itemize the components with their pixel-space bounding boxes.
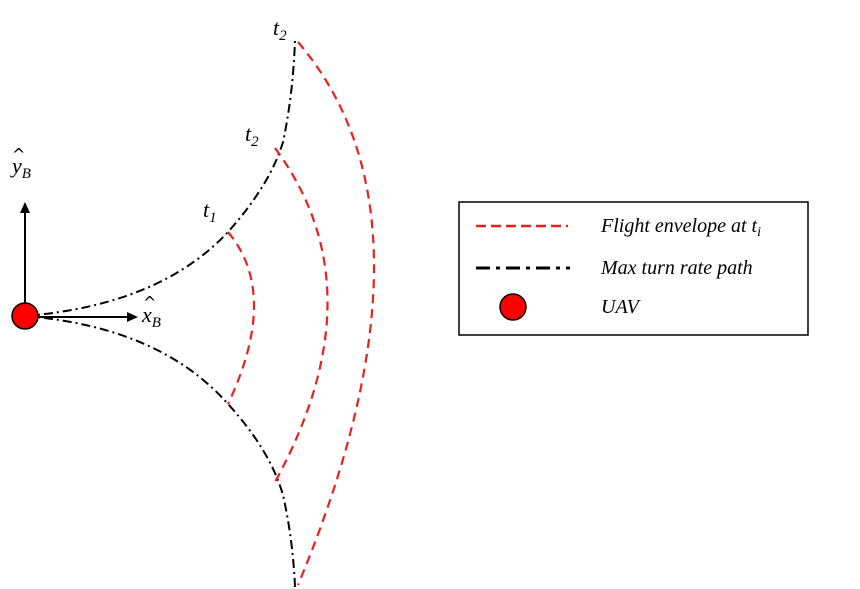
upper-turn-path (24, 39, 296, 317)
max-turn-rate-paths (24, 39, 296, 588)
x-axis-label: xB (141, 302, 161, 331)
y-axis-label: yB (10, 153, 31, 182)
lower-turn-path (24, 315, 296, 588)
x-axis-hat: ^ (143, 293, 156, 312)
legend: Flight envelope at ti Max turn rate path… (458, 201, 809, 336)
envelope-arc-2 (274, 147, 329, 483)
uav-marker (11, 302, 39, 330)
y-axis-hat: ^ (12, 145, 25, 164)
envelope-arc-1 (227, 231, 256, 405)
x-axis-arrowhead (127, 312, 138, 322)
legend-uav-label: UAV (601, 296, 642, 318)
time-label-1: t1 (203, 197, 217, 226)
y-axis-arrowhead (20, 202, 30, 213)
time-label-2: t2 (245, 121, 259, 150)
time-label-3: t2 (273, 15, 287, 44)
envelope-arc-3 (296, 41, 375, 586)
legend-path-label: Max turn rate path (600, 257, 753, 279)
flight-envelopes (227, 41, 375, 586)
legend-uav-swatch (499, 293, 527, 321)
body-axes (20, 202, 138, 322)
legend-envelope-label: Flight envelope at ti (600, 215, 761, 240)
